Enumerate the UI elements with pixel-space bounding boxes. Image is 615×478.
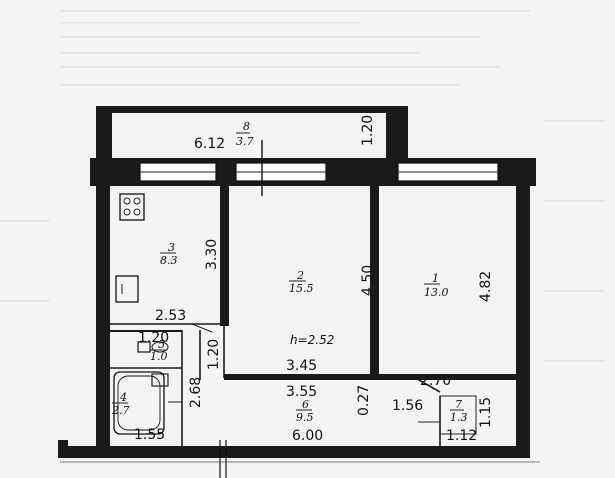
room-2-area: 15.5 [289, 282, 314, 295]
room-3-number: 3 [168, 241, 175, 254]
balcony [96, 106, 408, 160]
dim-closet-width: 1.56 [392, 398, 423, 414]
window-wall [90, 140, 536, 196]
dim-room2-width: 3.45 [286, 358, 317, 374]
dim-balcony-depth: 1.20 [360, 115, 376, 146]
room-6-area: 9.5 [296, 411, 314, 424]
room-2-number: 2 [296, 269, 304, 282]
room-8-area: 3.7 [236, 135, 254, 148]
room-1-number: 1 [432, 272, 439, 285]
kitchen-stove [119, 193, 145, 221]
dim-kitchen-depth: 3.30 [204, 239, 220, 270]
dim-room2-depth: 4.50 [360, 265, 376, 296]
scan-background-lines [0, 10, 605, 362]
section-ticks [60, 440, 540, 478]
room-7-area: 1.3 [450, 411, 468, 424]
room-5-number: 5 [158, 338, 165, 351]
dim-room1-depth: 4.82 [478, 271, 494, 302]
dim-balcony-length: 6.12 [194, 136, 225, 152]
dim-wc-width: 1.20 [138, 330, 169, 346]
room-7-number: 7 [455, 398, 462, 411]
room-8-number: 8 [243, 120, 250, 133]
dim-wc-depth: 1.20 [206, 339, 222, 370]
room-6-number: 6 [302, 398, 309, 411]
door-swings [168, 323, 440, 423]
washbasin [151, 373, 169, 387]
dim-hall-length: 6.00 [292, 428, 323, 444]
room-3-area: 8.3 [160, 254, 178, 267]
dim-room1-width: 2.70 [420, 373, 451, 389]
room-4-area: 2.7 [111, 404, 130, 417]
dim-bath-depth: 2.68 [188, 377, 204, 408]
dim-kitchen-width: 2.53 [155, 308, 186, 324]
room-5-area: 1.0 [150, 350, 168, 363]
ceiling-height-label: h=2.52 [290, 333, 334, 347]
dim-store-depth: 1.15 [478, 397, 494, 428]
room-1-area: 13.0 [424, 286, 449, 299]
partitions [110, 186, 518, 446]
outer-walls [58, 186, 530, 458]
toilet [137, 341, 169, 353]
dim-closet-offset: 0.27 [356, 385, 372, 416]
dim-hall-width: 3.55 [286, 384, 317, 400]
room-4-number: 4 [119, 391, 127, 404]
dim-bath-width: 1.55 [134, 427, 165, 443]
room-fraction-lines [112, 132, 464, 411]
kitchen-sink [115, 275, 139, 303]
dim-store-width: 1.12 [446, 428, 477, 444]
